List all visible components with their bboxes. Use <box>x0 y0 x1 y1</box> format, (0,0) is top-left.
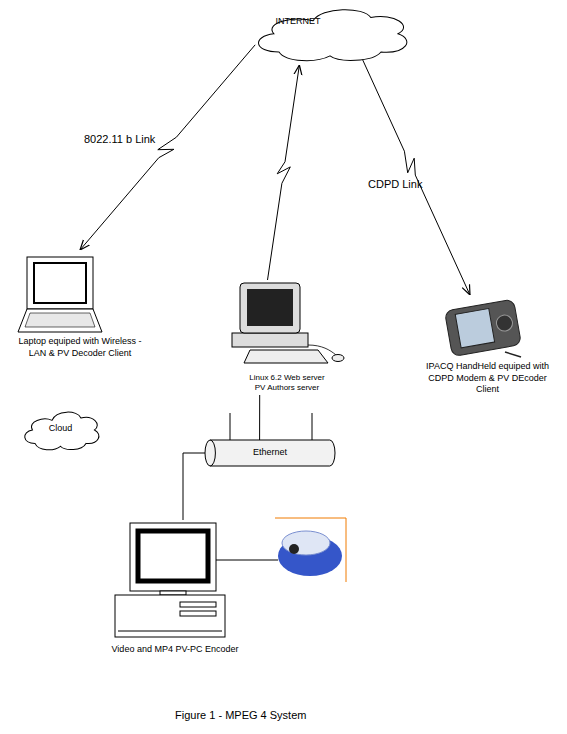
ethernet-bus: Ethernet <box>205 440 335 466</box>
node-label: Laptop equiped with Wireless -LAN & PV D… <box>10 336 150 359</box>
ethernet-tap <box>230 413 231 441</box>
node-label: IPACQ HandHeld equiped with CDPD Modem &… <box>425 361 550 396</box>
figure-caption: Figure 1 - MPEG 4 System <box>175 709 306 721</box>
node-label: Video and MP4 PV-PC Encoder <box>105 644 245 656</box>
laptop-client: Laptop equiped with Wireless -LAN & PV D… <box>5 250 155 374</box>
stylus <box>505 352 521 357</box>
network-link <box>361 55 470 295</box>
web-server: Linux 6.2 Web server PV Authors server <box>222 280 352 395</box>
internet-cloud: INTERNET <box>245 0 415 65</box>
ethernet-tap <box>312 413 313 441</box>
node-label: INTERNET <box>258 16 338 28</box>
laptop-icon <box>18 257 102 332</box>
network-link <box>183 453 205 520</box>
encoder-pc-icon <box>115 523 225 637</box>
handheld-icon <box>445 299 522 356</box>
cloud-shape: Cloud <box>18 405 103 453</box>
node-label: Cloud <box>18 423 103 435</box>
network-link <box>80 45 255 250</box>
network-link <box>268 65 300 280</box>
encoder-pc: Video and MP4 PV-PC Encoder <box>105 520 245 665</box>
node-label: Linux 6.2 Web server PV Authors server <box>243 373 331 394</box>
link-label: CDPD Link <box>368 178 422 190</box>
link-label: 8022.11 b Link <box>84 133 155 145</box>
camera-icon <box>275 518 346 582</box>
camera-cable <box>216 560 278 561</box>
cloud-outline <box>245 0 415 65</box>
node-label: Ethernet <box>205 447 335 459</box>
network-link <box>259 395 260 440</box>
handheld-client: IPACQ HandHeld equiped with CDPD Modem &… <box>425 295 550 395</box>
server-icon <box>232 283 344 363</box>
